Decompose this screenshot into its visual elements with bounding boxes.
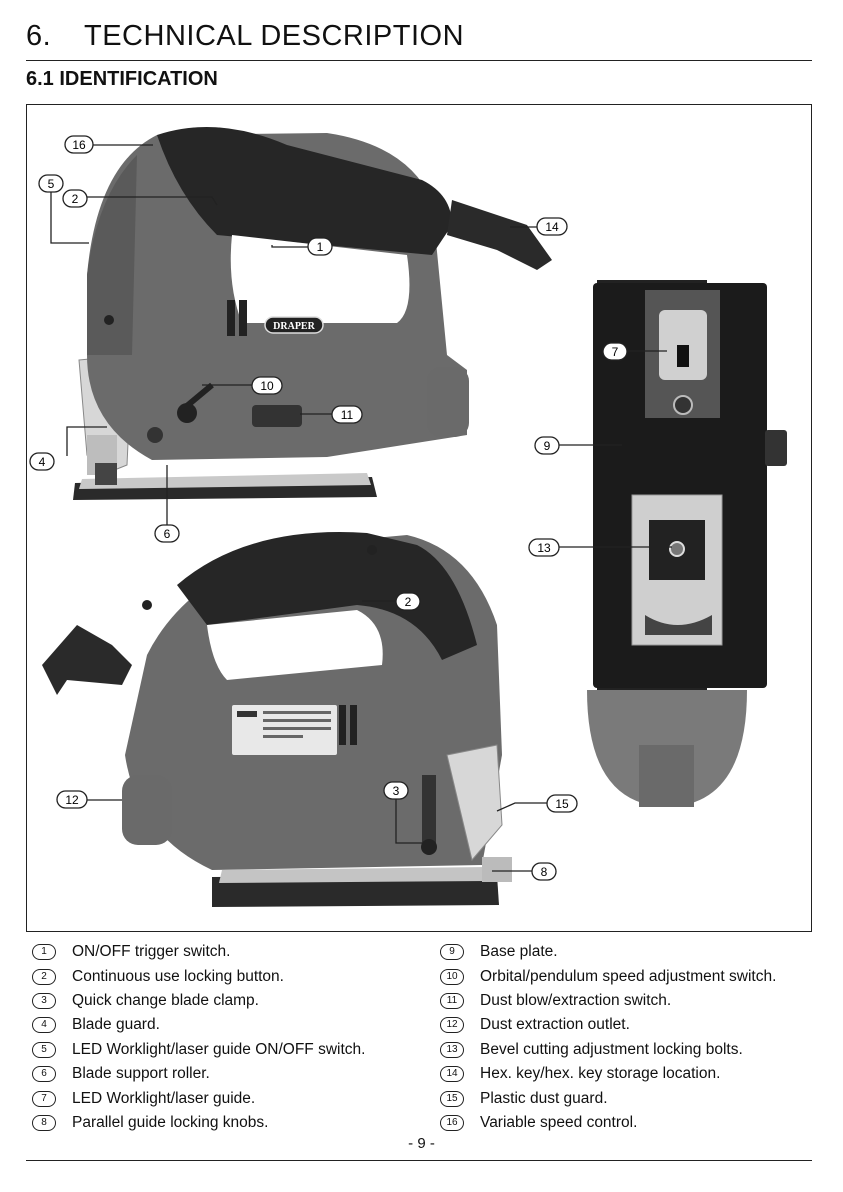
callout-16: 16 bbox=[64, 135, 94, 154]
legend-item: 15 Plastic dust guard. bbox=[440, 1086, 776, 1110]
svg-text:6: 6 bbox=[164, 527, 171, 541]
legend-number: 14 bbox=[440, 1066, 464, 1083]
svg-text:8: 8 bbox=[541, 865, 548, 879]
callout-6: 6 bbox=[154, 524, 180, 543]
svg-text:2: 2 bbox=[405, 595, 412, 609]
legend-number: 5 bbox=[32, 1041, 56, 1058]
legend-number: 1 bbox=[32, 944, 56, 961]
legend-item: 16 Variable speed control. bbox=[440, 1111, 776, 1135]
legend-number: 9 bbox=[440, 944, 464, 961]
legend-number: 11 bbox=[440, 992, 464, 1009]
callout-2-lower: 2 bbox=[395, 592, 421, 611]
callout-9: 9 bbox=[534, 436, 560, 455]
legend-label: Orbital/pendulum speed adjustment switch… bbox=[480, 967, 777, 985]
legend-right-column: 9 Base plate. 10 Orbital/pendulum speed ad… bbox=[440, 940, 776, 1135]
callout-15: 15 bbox=[546, 794, 578, 813]
callout-13: 13 bbox=[528, 538, 560, 557]
legend-label: Bevel cutting adjustment locking bolts. bbox=[480, 1040, 743, 1058]
legend-label: Blade guard. bbox=[72, 1016, 160, 1034]
section-number: 6. bbox=[26, 20, 52, 52]
legend-item: 5 LED Worklight/laser guide ON/OFF switch… bbox=[32, 1038, 365, 1062]
callout-12: 12 bbox=[56, 790, 88, 809]
legend-number: 7 bbox=[32, 1090, 56, 1107]
legend-number: 8 bbox=[32, 1114, 56, 1131]
svg-text:3: 3 bbox=[393, 784, 400, 798]
svg-text:5: 5 bbox=[48, 177, 55, 191]
legend-number: 6 bbox=[32, 1066, 56, 1083]
legend-label: LED Worklight/laser guide. bbox=[72, 1089, 256, 1107]
callout-10: 10 bbox=[251, 376, 283, 395]
callout-8: 8 bbox=[531, 862, 557, 881]
callout-2-upper: 2 bbox=[62, 189, 88, 208]
legend-label: LED Worklight/laser guide ON/OFF switch. bbox=[72, 1040, 366, 1058]
legend-number: 3 bbox=[32, 992, 56, 1009]
svg-text:16: 16 bbox=[72, 138, 86, 152]
svg-text:9: 9 bbox=[544, 439, 551, 453]
jigsaw-bottom-view bbox=[587, 280, 787, 807]
section-heading: 6. TECHNICAL DESCRIPTION bbox=[26, 20, 464, 53]
legend-item: 8 Parallel guide locking knobs. bbox=[32, 1111, 365, 1135]
legend-item: 3 Quick change blade clamp. bbox=[32, 989, 365, 1013]
legend-label: Blade support roller. bbox=[72, 1065, 210, 1083]
legend-item: 10 Orbital/pendulum speed adjustment swit… bbox=[440, 964, 776, 988]
callout-badges: 16 5 2 1 14 10 11 4 6 7 9 13 2 12 3 15 8 bbox=[29, 135, 628, 881]
legend-number: 16 bbox=[440, 1114, 464, 1131]
legend-label: Base plate. bbox=[480, 943, 558, 961]
legend-item: 2 Continuous use locking button. bbox=[32, 964, 365, 988]
page-number: - 9 - bbox=[408, 1135, 435, 1152]
legend-label: Plastic dust guard. bbox=[480, 1089, 608, 1107]
callout-3: 3 bbox=[383, 781, 409, 800]
callout-1: 1 bbox=[307, 237, 333, 256]
legend-left-column: 1 ON/OFF trigger switch. 2 Continuous use … bbox=[32, 940, 365, 1135]
callout-5: 5 bbox=[38, 174, 64, 193]
section-title: TECHNICAL DESCRIPTION bbox=[84, 20, 465, 52]
subsection-title: 6.1 IDENTIFICATION bbox=[26, 68, 218, 90]
svg-text:15: 15 bbox=[555, 797, 569, 811]
legend-item: 9 Base plate. bbox=[440, 940, 776, 964]
jigsaw-side-view: DRAPER bbox=[73, 127, 552, 500]
svg-text:4: 4 bbox=[39, 455, 46, 469]
legend-item: 14 Hex. key/hex. key storage location. bbox=[440, 1062, 776, 1086]
legend-number: 12 bbox=[440, 1017, 464, 1034]
svg-text:11: 11 bbox=[341, 408, 354, 422]
svg-text:1: 1 bbox=[317, 240, 324, 254]
callout-4: 4 bbox=[29, 452, 55, 471]
legend-item: 13 Bevel cutting adjustment locking bolts… bbox=[440, 1038, 776, 1062]
legend-label: Quick change blade clamp. bbox=[72, 991, 259, 1009]
legend-label: Dust extraction outlet. bbox=[480, 1016, 630, 1034]
legend-number: 15 bbox=[440, 1090, 464, 1107]
svg-text:12: 12 bbox=[65, 793, 79, 807]
brand-badge-text: DRAPER bbox=[273, 321, 315, 332]
legend-label: Variable speed control. bbox=[480, 1113, 638, 1131]
callout-11: 11 bbox=[331, 405, 363, 424]
footer-rule bbox=[26, 1160, 812, 1161]
header-rule bbox=[26, 60, 812, 61]
svg-text:2: 2 bbox=[72, 192, 79, 206]
legend-item: 4 Blade guard. bbox=[32, 1013, 365, 1037]
legend-number: 10 bbox=[440, 968, 464, 985]
legend-item: 6 Blade support roller. bbox=[32, 1062, 365, 1086]
legend-label: Parallel guide locking knobs. bbox=[72, 1113, 269, 1131]
legend-number: 13 bbox=[440, 1041, 464, 1058]
legend-label: Continuous use locking button. bbox=[72, 967, 284, 985]
identification-figure: DRAPER bbox=[26, 104, 812, 932]
svg-text:14: 14 bbox=[545, 220, 559, 234]
legend-item: 12 Dust extraction outlet. bbox=[440, 1013, 776, 1037]
jigsaw-illustration: DRAPER bbox=[29, 127, 787, 907]
legend-label: Hex. key/hex. key storage location. bbox=[480, 1065, 721, 1083]
svg-text:10: 10 bbox=[260, 379, 274, 393]
callout-14: 14 bbox=[536, 217, 568, 236]
callout-7: 7 bbox=[602, 342, 628, 361]
legend-number: 2 bbox=[32, 968, 56, 985]
legend-number: 4 bbox=[32, 1017, 56, 1034]
legend-item: 1 ON/OFF trigger switch. bbox=[32, 940, 365, 964]
svg-text:13: 13 bbox=[537, 541, 551, 555]
jigsaw-other-side-view bbox=[42, 532, 512, 907]
legend-item: 7 LED Worklight/laser guide. bbox=[32, 1086, 365, 1110]
legend-label: Dust blow/extraction switch. bbox=[480, 991, 672, 1009]
legend-item: 11 Dust blow/extraction switch. bbox=[440, 989, 776, 1013]
svg-text:7: 7 bbox=[612, 345, 619, 359]
legend-label: ON/OFF trigger switch. bbox=[72, 943, 231, 961]
